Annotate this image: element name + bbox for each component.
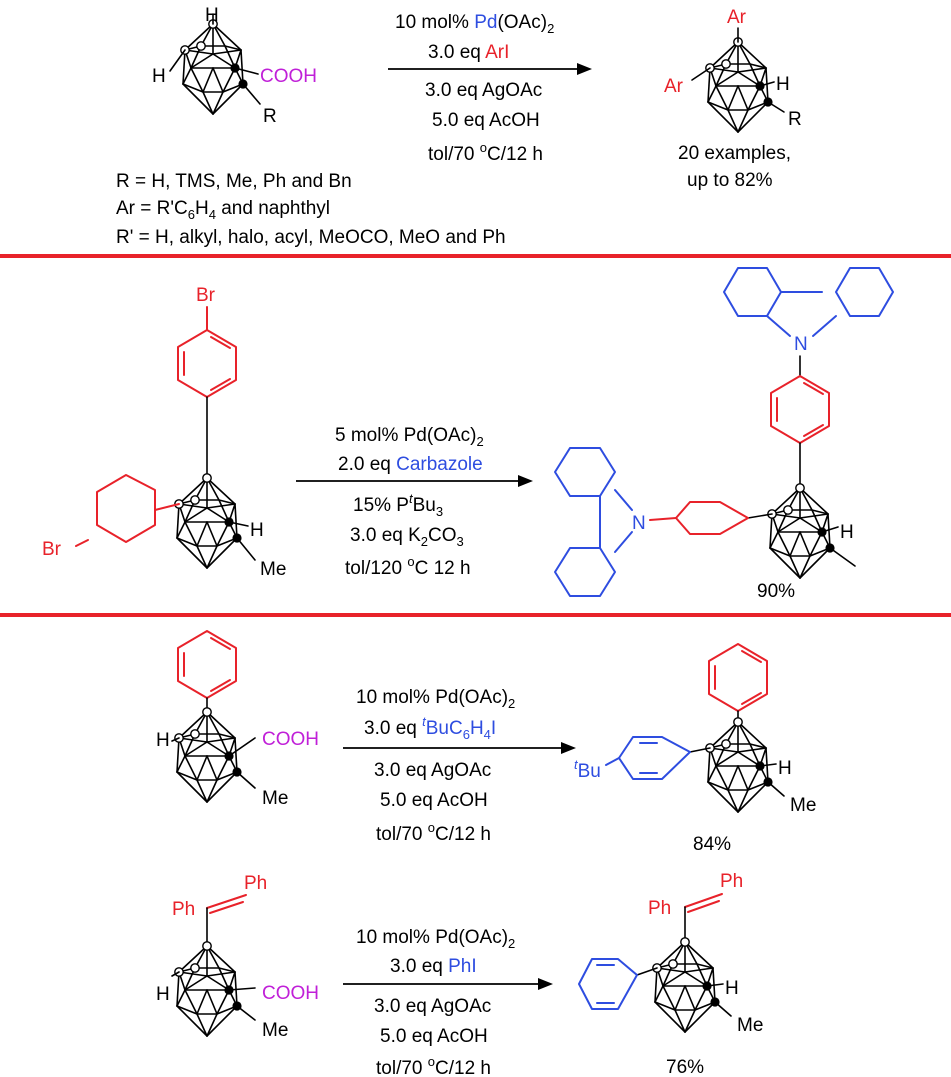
sm-h: H [250,520,264,541]
sm-h: H [156,730,170,751]
phenylene-ring-top [770,375,830,444]
prod-me: Me [737,1015,763,1036]
def-r-prime: R' = H, alkyl, halo, acyl, MeOCO, MeO an… [116,227,506,248]
carbazole-left [554,447,633,597]
prod-ar-top: Ar [727,7,747,28]
scheme3-product: tBu H Me 84% [574,643,816,855]
cond1-catalyst: 10 mol% Pd(OAc)2 [395,12,554,36]
cond2-base: 3.0 eq K2CO3 [350,525,464,549]
scheme2-starting-material: Br Br H Me [42,285,286,580]
prod-h: H [776,74,790,95]
cond1-temp: tol/70 oC/12 h [428,140,543,165]
yield-line2: up to 82% [687,170,773,191]
cond4-reagent: 3.0 eq PhI [390,956,477,977]
cond2-carbazole: 2.0 eq Carbazole [338,454,483,475]
scheme2-product: N H N 90% [554,267,894,602]
sm-br-top: Br [196,285,216,306]
sm-r: R [263,106,277,127]
sm-me: Me [260,559,286,580]
scheme1-starting-material: H H COOH R [152,5,317,127]
prod-ph-top: Ph [720,871,743,892]
arrow-head-4 [538,978,553,990]
prod-n-top: N [794,334,808,355]
cond2-temp: tol/120 oC 12 h [345,554,471,579]
scheme3-starting-material: H COOH Me [156,630,319,809]
yield-2: 90% [757,581,795,602]
scheme1-conditions: 10 mol% Pd(OAc)2 3.0 eq ArI 3.0 eq AgOAc… [388,12,592,165]
cond4-agoac: 3.0 eq AgOAc [374,996,491,1017]
phenyl-ring [177,630,237,699]
cond4-temp: tol/70 oC/12 h [376,1054,491,1077]
sm-br-left: Br [42,539,62,560]
prod-h: H [725,978,739,999]
carborane-cage [180,18,249,115]
cond3-acoh: 5.0 eq AcOH [380,790,488,811]
cond3-catalyst: 10 mol% Pd(OAc)2 [356,687,515,711]
scheme1-product: Ar Ar H R 20 examples, up to 82% [664,7,802,191]
cond1-acoh: 5.0 eq AcOH [432,110,540,131]
carbazole-top: N [723,267,894,355]
scheme1-definitions: R = H, TMS, Me, Ph and Bn Ar = R'C6H4 an… [116,171,506,248]
prod-n-left: N [632,513,646,534]
arrow-head-3 [561,742,576,754]
arrow-head-2 [518,475,533,487]
scheme-3: H COOH Me 10 mol% Pd(OAc)2 3.0 eq tBuC6H… [156,630,816,855]
sm-me: Me [262,1020,288,1041]
sm-cooh: COOH [260,66,317,87]
prod-tbu: tBu [574,757,601,782]
cond2-catalyst: 5 mol% Pd(OAc)2 [335,425,484,449]
yield-3: 84% [693,834,731,855]
sm-h-left: H [152,66,166,87]
sm-cooh: COOH [262,983,319,1004]
cond4-catalyst: 10 mol% Pd(OAc)2 [356,927,515,951]
prod-h: H [778,758,792,779]
scheme-4: Ph Ph H COOH Me 10 mol% Pd(OAc)2 3.0 eq … [156,871,763,1077]
yield-4: 76% [666,1057,704,1077]
cond3-agoac: 3.0 eq AgOAc [374,760,491,781]
prod-ar-left: Ar [664,76,684,97]
carborane-cage [174,940,243,1037]
scheme3-conditions: 10 mol% Pd(OAc)2 3.0 eq tBuC6H4I 3.0 eq … [343,687,576,845]
carborane-cage [174,472,243,569]
def-ar: Ar = R'C6H4 and naphthyl [116,198,330,222]
prod-ph-left: Ph [648,898,671,919]
phenylene-ring-left [675,501,749,535]
scheme2-conditions: 5 mol% Pd(OAc)2 2.0 eq Carbazole 15% PtB… [296,425,533,579]
sm-cooh: COOH [262,729,319,750]
sm-me: Me [262,788,288,809]
prod-h: H [840,522,854,543]
bromophenyl-ring-top [177,329,237,398]
sm-h-top: H [205,5,219,26]
scheme-1: H H COOH R 10 mol% Pd(OAc)2 3.0 eq ArI 3… [116,5,802,248]
def-r: R = H, TMS, Me, Ph and Bn [116,171,352,192]
sm-ph-left: Ph [172,899,195,920]
cond3-reagent: 3.0 eq tBuC6H4I [364,714,496,742]
sm-ph-top: Ph [244,873,267,894]
prod-r: R [788,109,802,130]
scheme4-starting-material: Ph Ph H COOH Me [156,873,319,1041]
cond2-ligand: 15% PtBu3 [353,491,443,519]
cond3-temp: tol/70 oC/12 h [376,820,491,845]
cond4-acoh: 5.0 eq AcOH [380,1026,488,1047]
cond1-aryl-iodide: 3.0 eq ArI [428,42,509,63]
yield-line1: 20 examples, [678,143,791,164]
bromophenyl-ring-left [96,474,156,543]
prod-me: Me [790,795,816,816]
phenyl-ring-blue [578,958,638,1010]
phenyl-ring [708,643,768,712]
scheme-2: Br Br H Me 5 mol% Pd(OAc)2 2.0 eq Carbaz… [42,267,894,602]
sm-h: H [156,984,170,1005]
scheme4-product: Ph Ph H Me 76% [578,871,763,1077]
cond1-agoac: 3.0 eq AgOAc [425,80,542,101]
scheme4-conditions: 10 mol% Pd(OAc)2 3.0 eq PhI 3.0 eq AgOAc… [343,927,553,1077]
arrow-head-1 [577,63,592,75]
